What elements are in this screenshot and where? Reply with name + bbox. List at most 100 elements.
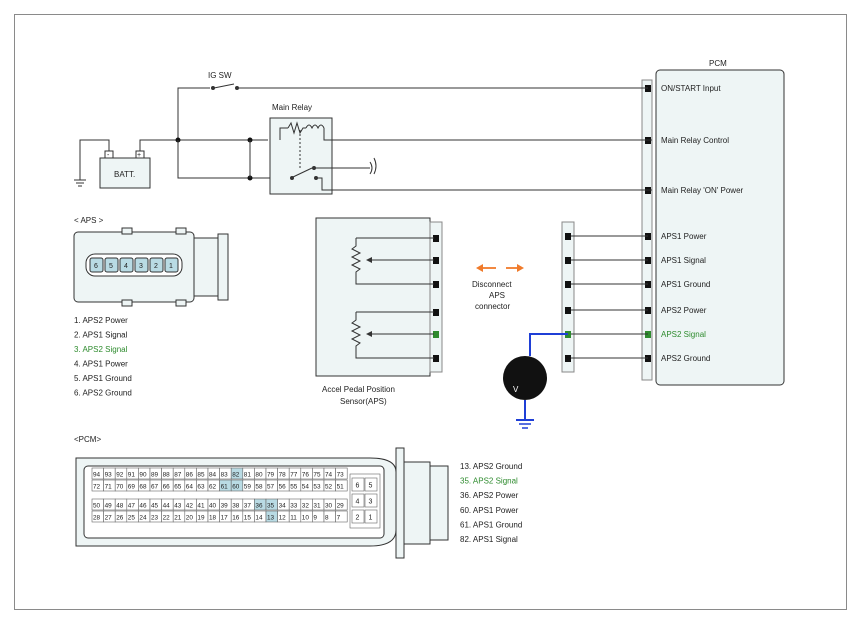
- pcm-pin-number: 41: [197, 503, 205, 510]
- relay-resistor: [287, 121, 306, 135]
- pcm-pin-number: 76: [302, 472, 310, 479]
- pcm-pin-number: 24: [139, 515, 147, 522]
- pcm-pin-number: 49: [105, 503, 113, 510]
- battery-plus: +: [137, 152, 141, 159]
- pcm-side-pin-number: 2: [356, 515, 360, 522]
- pcm-terminal-label: APS1 Signal: [661, 256, 706, 265]
- pcm-pin-number: 9: [313, 515, 317, 522]
- ig-switch-label: IG SW: [208, 71, 232, 80]
- wire-relay-feed: [177, 140, 292, 179]
- pcm-pin-number: 34: [279, 503, 287, 510]
- pcm-pin-number: 67: [151, 484, 159, 491]
- relay-label: Main Relay: [272, 103, 312, 112]
- voltmeter-label: V: [513, 385, 519, 394]
- pcm-pin-number: 17: [221, 515, 229, 522]
- disconnect-label-3: connector: [475, 302, 510, 311]
- aps-sensor-pin: [433, 309, 439, 316]
- aps-face-pin-number: 1: [169, 263, 173, 270]
- pcm-pin-number: 85: [197, 472, 205, 479]
- pcm-side-pin-number: 3: [369, 499, 373, 506]
- pcm-pin-cell: [335, 467, 348, 480]
- pcm-pin-number: 86: [186, 472, 194, 479]
- aps-sensor-pin: [433, 281, 439, 288]
- pcm-pin-number: 50: [93, 503, 101, 510]
- probe-wire: [529, 333, 568, 356]
- pcm-pin-number: 75: [313, 472, 321, 479]
- pcm-pin-number: 37: [244, 503, 252, 510]
- pcm-pin-number: 46: [139, 503, 147, 510]
- pcm-pin-number: 38: [232, 503, 240, 510]
- pcm-pin-number: 47: [128, 503, 136, 510]
- disconnect-label-1: Disconnect: [472, 280, 512, 289]
- pcm-pin-number: 13: [267, 515, 275, 522]
- aps-sensor-pin: [433, 331, 439, 338]
- harness-wires: [565, 233, 648, 362]
- pcm-pin-number: 39: [221, 503, 229, 510]
- battery-minus: -: [107, 152, 110, 159]
- aps-sensor: [315, 217, 431, 377]
- pcm-pin-number: 60: [232, 484, 240, 491]
- pcm-pin-number: 83: [221, 472, 229, 479]
- pcm-pin-number: 40: [209, 503, 217, 510]
- aps-face-pin-number: 4: [124, 263, 128, 270]
- pcm-pin-number: 43: [174, 503, 182, 510]
- aps-face-pin: [149, 257, 164, 273]
- pcm-terminal-label: Main Relay Control: [661, 136, 729, 145]
- harness-pin: [565, 307, 571, 314]
- aps-sensor-pin: [433, 257, 439, 264]
- aps-legend-item: 3. APS2 Signal: [74, 345, 128, 354]
- pcm-pin-number: 32: [302, 503, 310, 510]
- aps-legend-item: 2. APS1 Signal: [74, 331, 128, 340]
- pcm-legend-item: 35. APS2 Signal: [460, 477, 518, 486]
- pcm-pin-number: 88: [163, 472, 171, 479]
- pcm-pin-number: 27: [105, 515, 113, 522]
- pcm-pin-number: 8: [325, 515, 329, 522]
- aps-sensor-pins: [433, 235, 439, 362]
- diagram-frame: [14, 14, 847, 610]
- pcm-pin-number: 15: [244, 515, 252, 522]
- pcm-pin-number: 57: [267, 484, 275, 491]
- pcm-pin-number: 89: [151, 472, 159, 479]
- pcm-pin-number: 73: [337, 472, 345, 479]
- pcm-terminal-label: ON/START Input: [661, 84, 721, 93]
- pcm-pin-number: 11: [290, 515, 297, 522]
- pcm-terminal-label: APS2 Power: [661, 306, 707, 315]
- aps-legend-item: 5. APS1 Ground: [74, 374, 132, 383]
- pcm-pin-number: 56: [279, 484, 287, 491]
- pcm-pin-number: 30: [325, 503, 333, 510]
- pcm-pin-number: 63: [197, 484, 205, 491]
- pcm-side-pin: [364, 493, 378, 508]
- pcm-pin-number: 19: [197, 515, 205, 522]
- pcm-legend-item: 82. APS1 Signal: [460, 535, 518, 544]
- pcm-side-pin-number: 1: [369, 515, 373, 522]
- pcm-pin-number: 10: [302, 515, 310, 522]
- pcm-pin-number: 93: [105, 472, 113, 479]
- pcm-pin-number: 68: [139, 484, 147, 491]
- aps-face-pin: [89, 257, 104, 273]
- aps-sensor-pin: [433, 235, 439, 242]
- pcm-legend-item: 36. APS2 Power: [460, 491, 519, 500]
- voltmeter: [503, 356, 547, 400]
- pcm-pin-number: 21: [174, 515, 182, 522]
- pcm-pin-number: 14: [255, 515, 263, 522]
- pcm-pin-number: 18: [209, 515, 217, 522]
- pcm-legend-item: 13. APS2 Ground: [460, 462, 522, 471]
- pcm-connector-flange: [395, 447, 405, 559]
- pcm-pin-number: 90: [139, 472, 147, 479]
- pcm-pin-number: 44: [163, 503, 171, 510]
- disconnect-label-2: APS: [489, 291, 505, 300]
- pcm-pin-cell: [335, 510, 348, 523]
- battery-label: BATT.: [114, 170, 135, 179]
- harness-pin: [565, 281, 571, 288]
- aps-legend-item: 1. APS2 Power: [74, 316, 128, 325]
- sensor-label-line1: Accel Pedal Position: [322, 385, 395, 394]
- pcm-side-pin: [351, 477, 365, 492]
- pcm-pin-number: 23: [151, 515, 159, 522]
- pcm-pin-number: 70: [116, 484, 124, 491]
- pcm-terminal-label: APS1 Ground: [661, 280, 710, 289]
- pcm-pin-number: 59: [244, 484, 252, 491]
- pcm-pin-number: 31: [313, 503, 321, 510]
